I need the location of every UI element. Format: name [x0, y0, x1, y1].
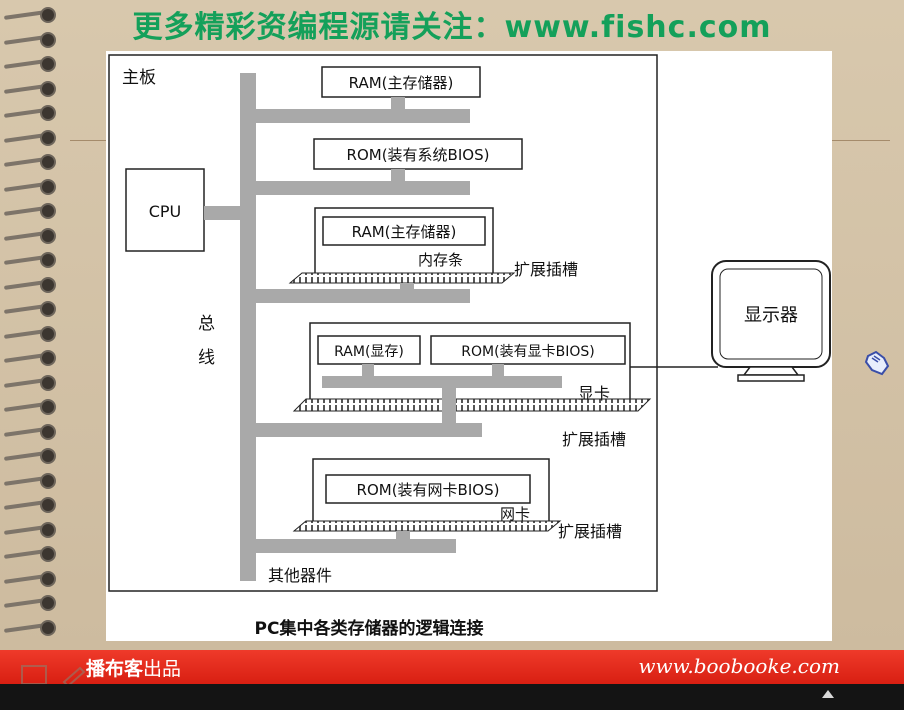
spiral-binding-ring [0, 496, 70, 514]
diagram-panel: 主板 CPU 总 线 RAM(主存储器) ROM(装有系统BIOS) RAM(主… [106, 51, 832, 641]
spiral-binding-ring [0, 104, 70, 122]
spiral-binding-ring [0, 55, 70, 73]
gpu-label: 显卡 [578, 384, 610, 403]
top-banner[interactable]: 更多精彩资编程源请关注：www.fishc.com [132, 10, 772, 45]
board-label: 主板 [122, 68, 156, 88]
monitor-label: 显示器 [744, 305, 798, 326]
spiral-binding-ring [0, 374, 70, 392]
spiral-binding-ring [0, 6, 70, 24]
spiral-binding-ring [0, 545, 70, 563]
vrom-stem [492, 364, 504, 378]
play-up-icon[interactable] [822, 690, 834, 698]
nic-slot [292, 520, 562, 532]
rom-sys-branch [256, 181, 470, 195]
monitor-base [737, 374, 805, 382]
spiral-binding-ring [0, 447, 70, 465]
spiral-binding-ring [0, 153, 70, 171]
player-bar [0, 684, 904, 710]
vram-stem [362, 364, 374, 378]
rom-sys-label: ROM(装有系统BIOS) [347, 146, 490, 164]
cpu-box [125, 168, 205, 252]
slot-label-2: 扩展插槽 [562, 430, 626, 449]
spiral-binding-ring [0, 594, 70, 612]
footer-brand-light: 出品 [143, 658, 182, 680]
spiral-binding-ring [0, 325, 70, 343]
footer-url[interactable]: www.boobooke.com [638, 654, 840, 678]
spiral-binding-ring [0, 80, 70, 98]
memory-diagram: 主板 CPU 总 线 RAM(主存储器) ROM(装有系统BIOS) RAM(主… [108, 54, 831, 639]
vram-box [317, 335, 421, 365]
nic-rom-label: ROM(装有网卡BIOS) [357, 481, 500, 499]
rom-sys-box [313, 138, 523, 170]
footer-brand[interactable]: 播布客出品 [86, 654, 181, 681]
spiral-binding-ring [0, 251, 70, 269]
spiral-binding-ring [0, 227, 70, 245]
ram-module-branch [256, 289, 470, 303]
spiral-binding-ring [0, 619, 70, 637]
ram-main-branch [256, 109, 470, 123]
spiral-binding-ring [0, 349, 70, 367]
slot-label-3: 扩展插槽 [558, 522, 622, 541]
monitor-neck [742, 366, 800, 376]
system-bus [240, 73, 256, 581]
ram-module-chip-label: RAM(主存储器) [352, 223, 457, 241]
gpu-internal-bus [322, 376, 562, 388]
gpu-branch [256, 423, 482, 437]
spiral-binding-ring [0, 398, 70, 416]
cpu-label: CPU [149, 202, 182, 221]
vrom-box [430, 335, 626, 365]
spiral-binding-ring [0, 423, 70, 441]
gpu-slot [292, 398, 652, 412]
footer-brand-bold: 播布客 [86, 658, 144, 680]
spiral-binding-ring [0, 178, 70, 196]
gpu-stem [442, 388, 456, 428]
slot-label-1: 扩展插槽 [514, 260, 578, 279]
nic-branch [256, 539, 456, 553]
hand-pointer-icon[interactable] [862, 348, 892, 378]
cpu-bus-link [204, 206, 240, 220]
ram-module-slot [288, 272, 516, 284]
diagram-caption: PC集中各类存储器的逻辑连接 [255, 618, 484, 639]
vrom-label: ROM(装有显卡BIOS) [461, 344, 594, 360]
other-label: 其他器件 [268, 566, 332, 585]
footer-bar: 播布客出品 www.boobooke.com [0, 650, 904, 684]
monitor-bezel [719, 268, 823, 360]
ram-main-label: RAM(主存储器) [349, 74, 454, 92]
ram-module-chip-box [322, 216, 486, 246]
nic-label: 网卡 [500, 505, 530, 523]
spiral-binding-ring [0, 202, 70, 220]
spiral-binding-ring [0, 570, 70, 588]
spiral-binding-ring [0, 472, 70, 490]
nic-rom-box [325, 474, 531, 504]
spiral-binding-ring [0, 129, 70, 147]
bus-label-top: 总 [198, 314, 215, 334]
ram-module-label: 内存条 [418, 251, 463, 269]
bus-label-bottom: 线 [198, 348, 215, 368]
spiral-binding-ring [0, 300, 70, 318]
spiral-binding-ring [0, 521, 70, 539]
vram-label: RAM(显存) [334, 344, 404, 360]
ram-main-box [321, 66, 481, 98]
spiral-binding-ring [0, 31, 70, 49]
spiral-binding-ring [0, 276, 70, 294]
